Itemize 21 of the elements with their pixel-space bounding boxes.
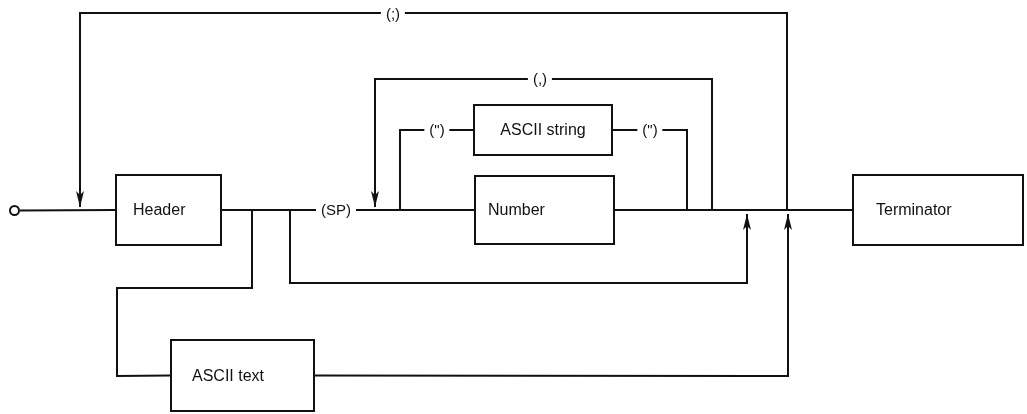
process-box xyxy=(474,175,615,245)
node-label: Terminator xyxy=(876,201,952,219)
edge-label: (;) xyxy=(380,5,406,23)
node-label: ASCII text xyxy=(192,366,265,385)
process-box xyxy=(473,104,613,156)
process-box xyxy=(115,174,222,246)
arrow xyxy=(314,213,792,377)
node-label: Header xyxy=(133,201,186,219)
connector-line xyxy=(399,129,475,211)
process-box xyxy=(170,339,315,412)
node-label: Number xyxy=(488,201,545,219)
start-circle xyxy=(9,205,20,216)
edge-label: (,) xyxy=(527,70,553,88)
edge-label: (") xyxy=(637,121,663,139)
arrow xyxy=(371,78,713,211)
edge-label: (SP) xyxy=(316,201,356,219)
connector-line xyxy=(116,209,253,377)
edge-label: (") xyxy=(424,121,450,139)
connector-line xyxy=(19,209,116,212)
process-box xyxy=(852,174,1024,246)
node-label: ASCII string xyxy=(500,121,586,139)
